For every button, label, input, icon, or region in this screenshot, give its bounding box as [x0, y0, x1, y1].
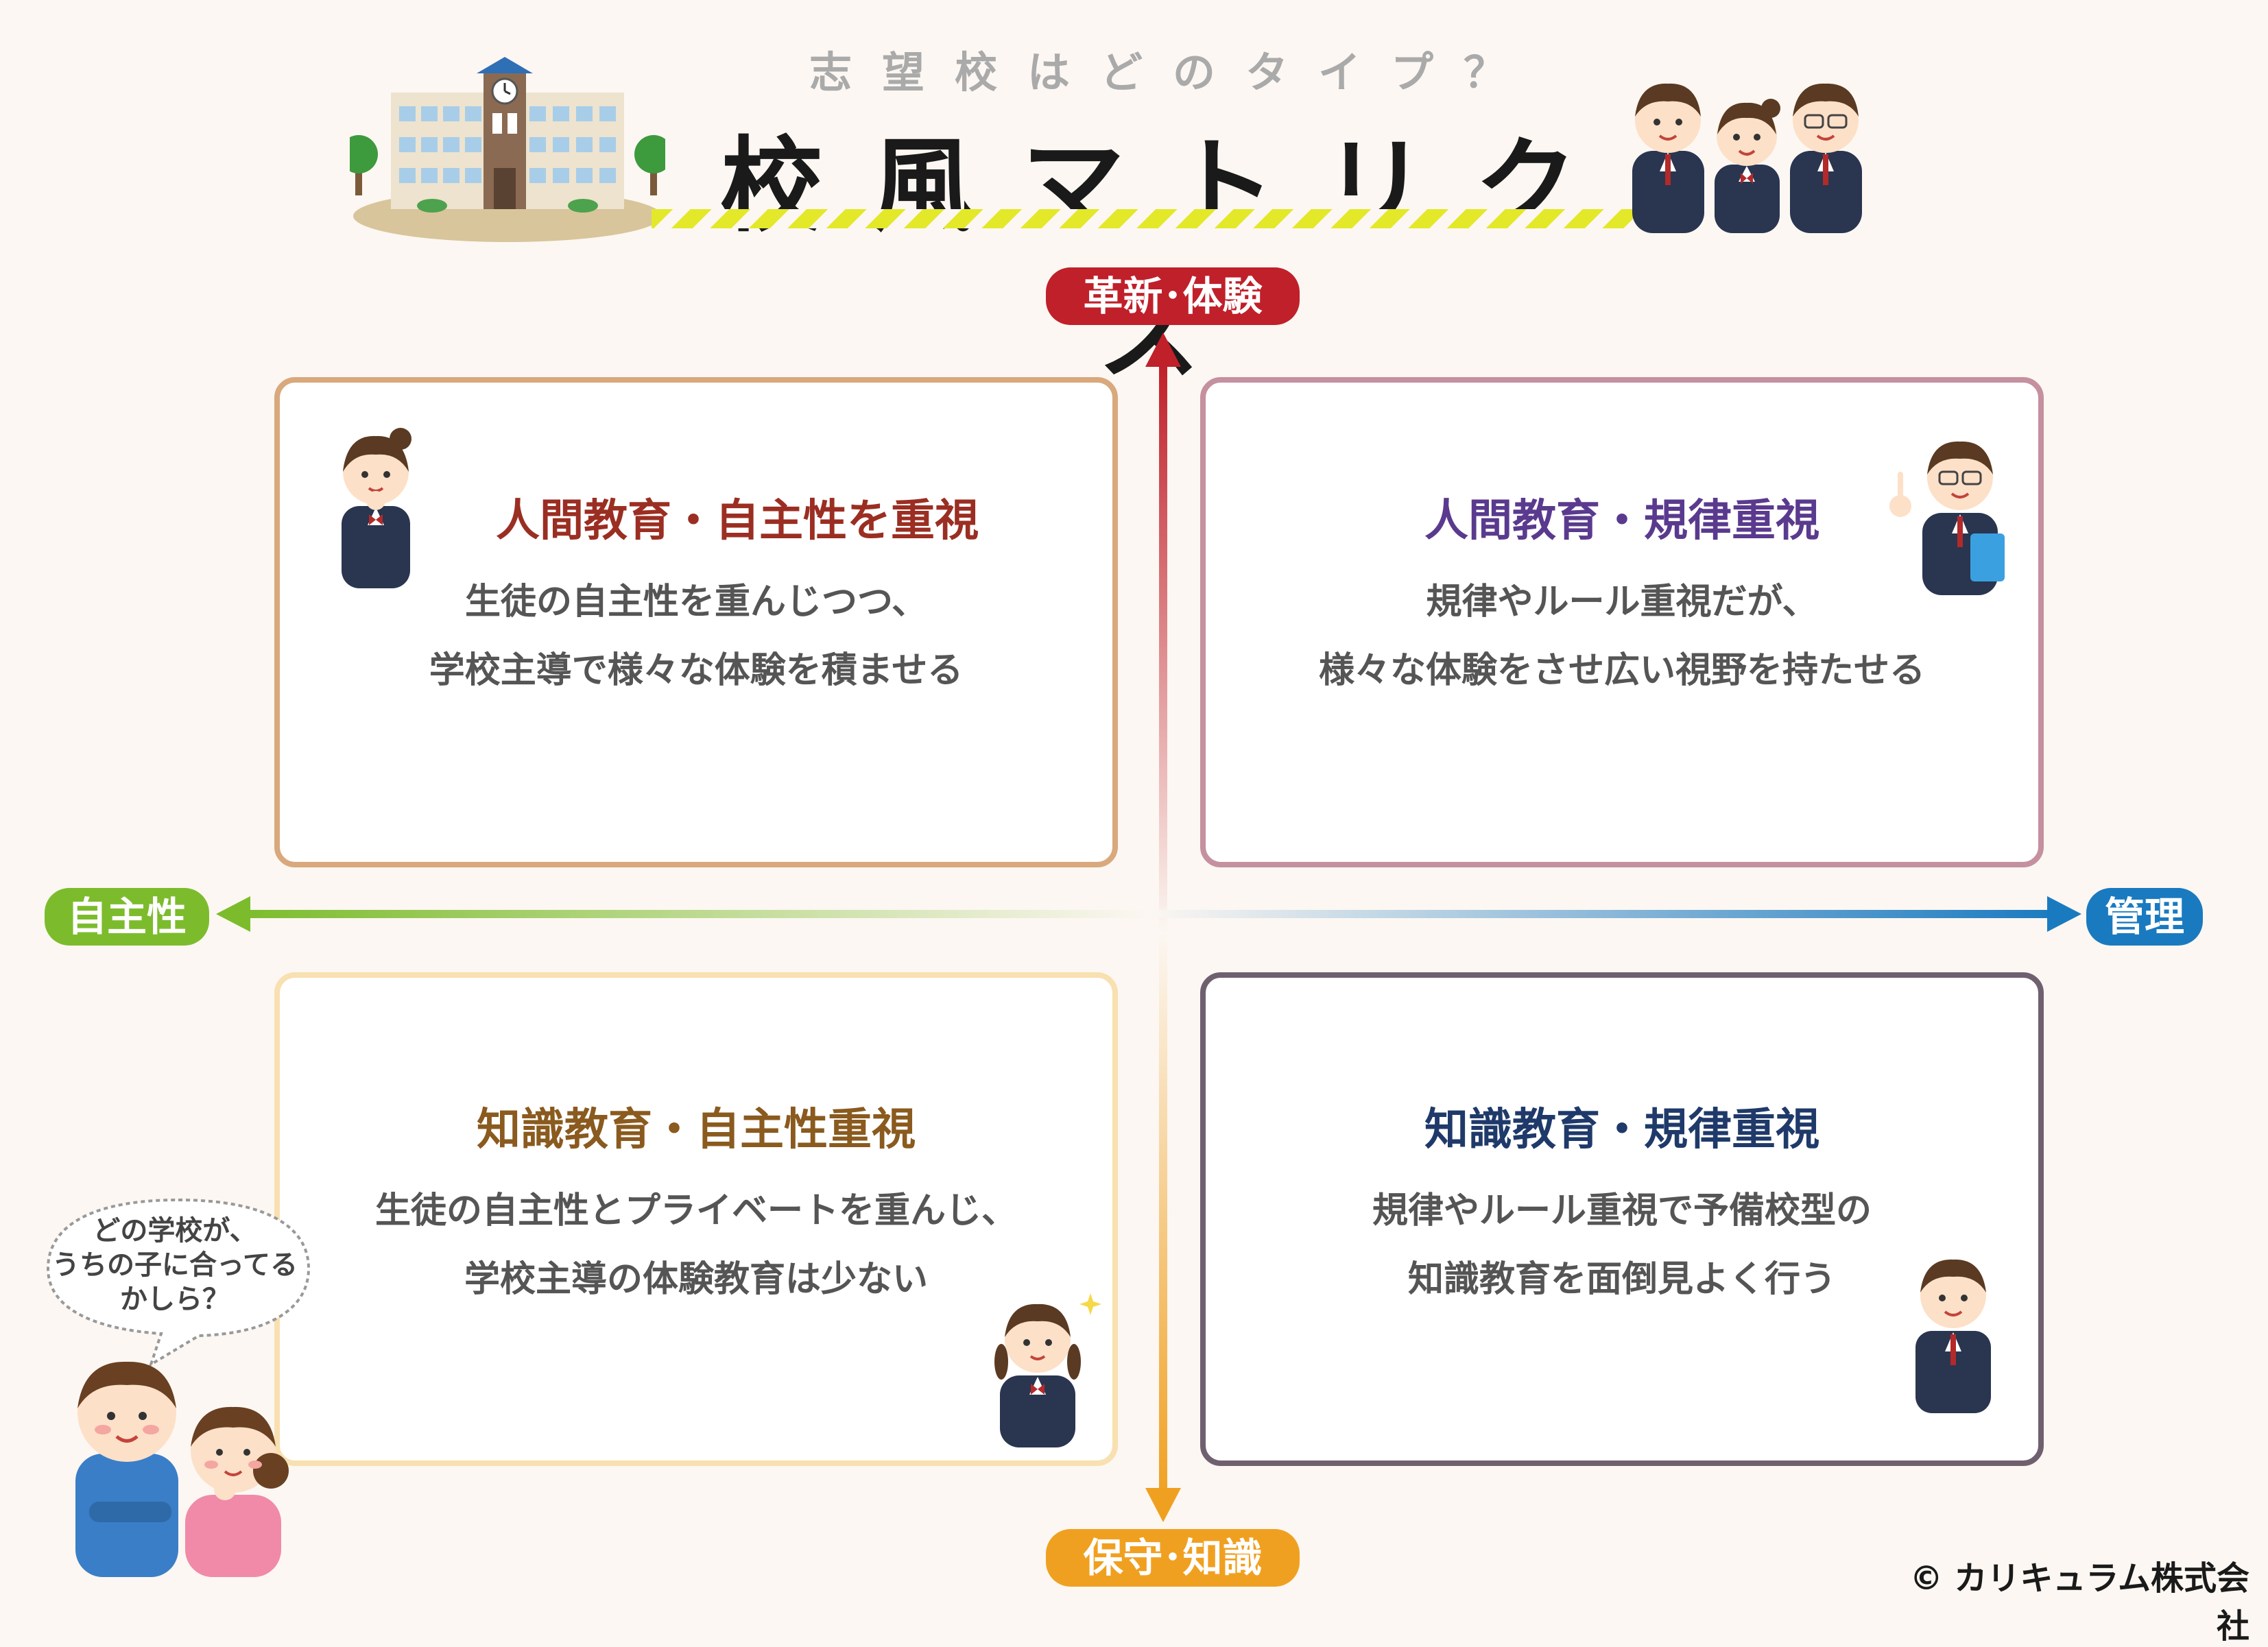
quadrant-desc-line1: 規律やルール重視だが、 [1426, 581, 1818, 623]
header-subtitle: 志望校はどのタイプ？ [809, 47, 1537, 97]
boy-standing-illustration [1915, 1259, 1991, 1413]
quadrant-desc-line2: 様々な体験をさせ広い視野を持たせる [1318, 650, 1925, 691]
copyright-text: © カリキュラム株式会社 [1909, 1559, 2249, 1646]
student-trio-illustration [1632, 83, 1862, 233]
quadrant-desc-line2: 学校主導の体験教育は少ない [464, 1259, 928, 1300]
speech-bubble [46, 1198, 311, 1368]
speech-bubble-text: どの学校が、 うちの子に合ってる かしら？ [51, 1214, 298, 1317]
axis-arrowhead-up [1145, 333, 1181, 367]
school-building-illustration [350, 57, 665, 242]
quadrant-desc-line2: 学校主導で様々な体験を積ませる [429, 650, 964, 691]
axis-label-top: 革新･体験 [1046, 267, 1300, 325]
quadrant-desc-line1: 生徒の自主性とプライベートを重んじ、 [374, 1190, 1017, 1231]
quadrant-desc-line1: 生徒の自主性を重んじつつ、 [465, 581, 927, 623]
hazard-stripe-divider [652, 209, 1646, 228]
quadrant-title: 知識教育・自主性重視 [477, 1105, 916, 1155]
axis-label-right: 管理 [2086, 888, 2203, 946]
speech-line3: かしら？ [120, 1284, 230, 1315]
quadrant-title: 人間教育・自主性を重視 [496, 496, 979, 546]
girl-pigtails-illustration [994, 1293, 1101, 1447]
quadrant-top-left: 人間教育・自主性を重視 生徒の自主性を重んじつつ、 学校主導で様々な体験を積ませ… [274, 377, 1118, 867]
quadrant-desc-line1: 規律やルール重視で予備校型の [1372, 1190, 1872, 1231]
quadrant-title: 知識教育・規律重視 [1424, 1105, 1819, 1155]
axis-label-bottom: 保守･知識 [1046, 1529, 1300, 1587]
quadrant-bottom-left: 知識教育・自主性重視 生徒の自主性とプライベートを重んじ、 学校主導の体験教育は… [274, 972, 1118, 1466]
axis-arrowhead-down [1145, 1488, 1181, 1522]
girl-thinking-illustration [342, 428, 411, 588]
speech-line2: うちの子に合ってる [52, 1249, 298, 1281]
quadrant-title: 人間教育・規律重視 [1424, 496, 1819, 546]
speech-line1: どの学校が、 [93, 1215, 257, 1247]
axes-arrows [216, 333, 2081, 1522]
parents-illustration [75, 1361, 289, 1577]
boy-pointing-illustration [1889, 441, 2005, 595]
axis-arrowhead-right [2047, 896, 2081, 932]
axis-arrowhead-left [216, 896, 250, 932]
quadrant-desc-line2: 知識教育を面倒見よく行う [1407, 1259, 1836, 1300]
quadrant-bottom-right: 知識教育・規律重視 規律やルール重視で予備校型の 知識教育を面倒見よく行う [1200, 972, 2044, 1466]
quadrant-top-right: 人間教育・規律重視 規律やルール重視だが、 様々な体験をさせ広い視野を持たせる [1200, 377, 2044, 867]
axis-label-left: 自主性 [45, 888, 209, 946]
